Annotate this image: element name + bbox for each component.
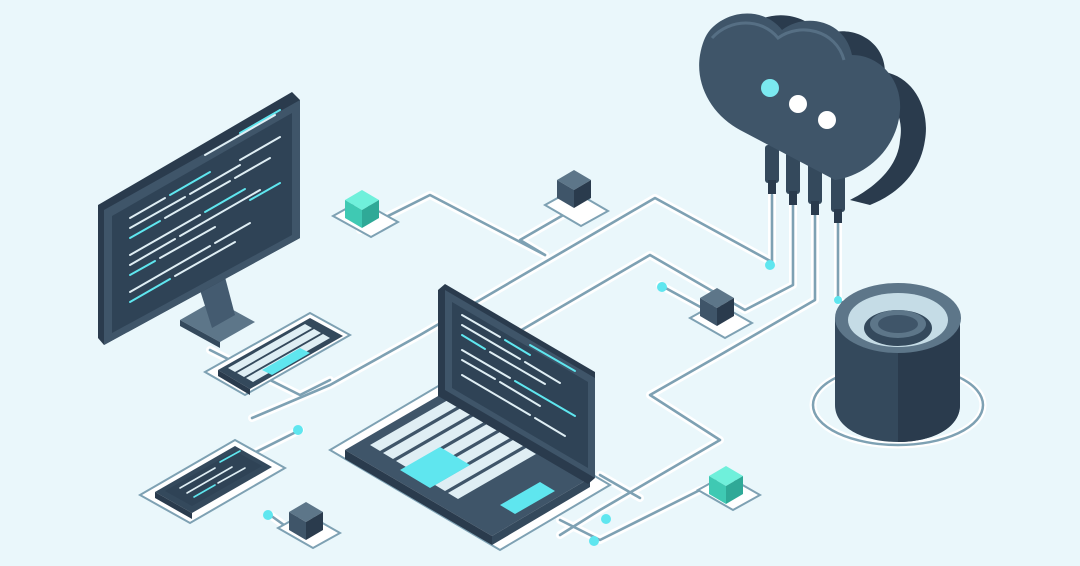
- laptop-code-lines: [461, 314, 576, 437]
- keyboard-icon: [202, 311, 353, 397]
- monitor-icon: [98, 92, 300, 348]
- laptop-icon: [328, 284, 612, 552]
- cloud-dot-1: [761, 79, 779, 97]
- cube-dark-2: [687, 288, 755, 340]
- monitor-code-lines: [129, 109, 281, 303]
- phone-icon: [137, 438, 288, 525]
- cloud-dot-2: [789, 95, 807, 113]
- laptop-keys: [370, 400, 536, 499]
- cloud-dot-3: [818, 111, 836, 129]
- cube-icon: [275, 170, 763, 550]
- wire-junction-dots: [263, 260, 842, 546]
- cloud-icon: [699, 13, 926, 223]
- cloud-cables: [765, 145, 845, 223]
- cube-teal-1: [330, 190, 401, 239]
- cube-dark-1: [542, 170, 611, 228]
- phone-code-lines: [179, 450, 246, 498]
- cube-dark-3: [275, 502, 343, 550]
- database-icon: [809, 283, 987, 449]
- cube-teal-2: [695, 466, 763, 512]
